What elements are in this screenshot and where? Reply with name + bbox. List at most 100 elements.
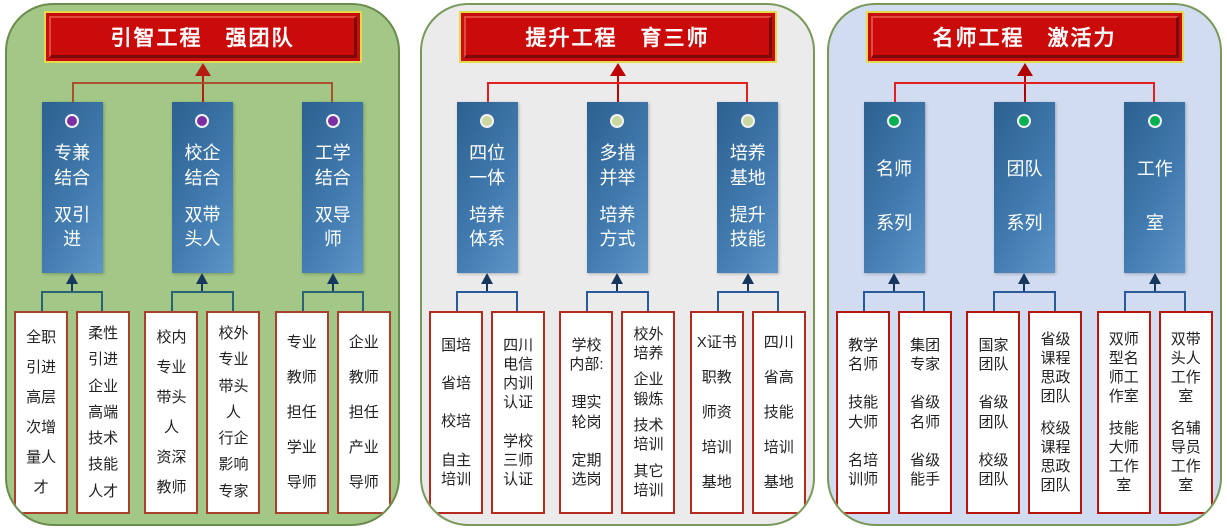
text-group: 导师: [286, 473, 317, 491]
top-connector: [829, 63, 1220, 102]
text-group: 带头: [156, 388, 187, 406]
panel-title: 提升工程 育三师: [525, 27, 710, 50]
pillar-text: 团队系列: [994, 126, 1055, 273]
text-group: 基地: [763, 473, 794, 491]
text-group: 行企: [218, 430, 249, 448]
up-arrow-icon: [611, 273, 624, 284]
top-connector: [422, 63, 813, 102]
pillar-row: 四位 一体培养 体系 多措 并举培养 方式 培养 基地提升 技能: [422, 102, 813, 273]
text-group: 名培 训师: [848, 451, 879, 488]
connector-bracket: [1123, 291, 1187, 311]
bullet-dot-icon: [197, 116, 208, 126]
mid-connector: [1090, 273, 1220, 311]
text-group: 名辅 导员 工作 室: [1170, 419, 1201, 495]
mid-connector: [268, 273, 398, 311]
text-group: 担任: [286, 403, 317, 421]
text-group: X证书: [696, 333, 737, 351]
connector-bracket: [40, 291, 104, 311]
pillar-box: 工学 结合双导 师: [302, 102, 364, 273]
bullet-dot-icon: [612, 116, 623, 126]
connector-line: [201, 282, 204, 293]
pillar-box: 工作室: [1124, 102, 1186, 273]
text-group: 提升 技能: [729, 205, 766, 250]
text-group: 名师: [876, 159, 913, 180]
bullet-dot-icon: [482, 116, 493, 126]
panel-title-banner: 提升工程 育三师: [458, 11, 777, 63]
text-group: 职教: [701, 368, 732, 386]
banner-bevel: [48, 16, 357, 58]
mid-connector: [422, 273, 552, 311]
text-group: 双师 型名 师工 作室: [1108, 330, 1139, 406]
text-group: 校内: [156, 328, 187, 346]
text-group: 柔性: [88, 325, 119, 343]
text-group: 校外 培养: [633, 325, 664, 362]
text-group: 室: [1145, 213, 1164, 234]
connector-line: [616, 74, 619, 102]
detail-box: 国培省培校培自主 培训: [429, 311, 484, 514]
text-group: 企业: [348, 333, 379, 351]
text-group: 引进: [88, 351, 119, 369]
text-group: 担任: [348, 403, 379, 421]
text-group: 系列: [1006, 213, 1043, 234]
text-group: 工学 结合: [314, 143, 351, 188]
text-group: 培训: [763, 438, 794, 456]
up-arrow-icon: [196, 273, 209, 284]
pillar-text: 多措 并举培养 方式: [587, 126, 648, 273]
text-group: 省高: [763, 368, 794, 386]
detail-box: 校内专业带头人资深教师: [144, 311, 199, 514]
mid-connector: [137, 273, 267, 311]
pillar-text: 名师系列: [864, 126, 925, 273]
connector-line: [486, 282, 489, 293]
mid-connector-row: [7, 273, 398, 311]
text-group: 培养 方式: [599, 205, 636, 250]
panel-3: 名师工程 激活力 名师系列 团队系列 工作室: [827, 3, 1222, 526]
mid-connector: [7, 273, 137, 311]
text-group: 技能 大师 工作 室: [1108, 419, 1139, 495]
text-group: 专家: [218, 482, 249, 500]
bullet-dot-icon: [889, 116, 900, 126]
text-group: 人才: [88, 482, 119, 500]
up-arrow-icon: [741, 273, 754, 284]
text-group: 专业: [286, 333, 317, 351]
text-group: 技能: [88, 456, 119, 474]
text-group: 学业: [286, 438, 317, 456]
text-group: 技术 培训: [633, 417, 664, 454]
connector-line: [71, 282, 74, 293]
text-group: 双带 头人 工作 室: [1170, 330, 1201, 406]
text-group: 高端: [88, 403, 119, 421]
connector-line: [331, 282, 334, 293]
text-group: 教师: [286, 368, 317, 386]
text-group: 专业: [218, 351, 249, 369]
pillar-text: 培养 基地提升 技能: [717, 126, 778, 273]
text-group: 校外: [218, 325, 249, 343]
connector-bracket: [486, 82, 749, 102]
pillar-text: 专兼 结合双引 进: [42, 126, 103, 273]
pillar-row: 名师系列 团队系列 工作室: [829, 102, 1220, 273]
text-group: 校级 课程 思政 团队: [1040, 419, 1071, 495]
text-group: 省级 团队: [978, 394, 1009, 431]
text-group: 技术: [88, 430, 119, 448]
text-group: 定期 选岗: [571, 451, 602, 488]
connector-bracket: [301, 291, 365, 311]
text-group: 专兼 结合: [54, 143, 91, 188]
text-group: 国培: [441, 337, 472, 354]
text-group: 四川 电信 内训 认证: [503, 336, 534, 412]
connector-line: [893, 282, 896, 293]
mid-connector-row: [422, 273, 813, 311]
pillar-text: 校企 结合双带 头人: [172, 126, 233, 273]
text-group: 资深: [156, 448, 187, 466]
text-group: 工作: [1136, 159, 1173, 180]
detail-box: 双带 头人 工作 室名辅 导员 工作 室: [1158, 311, 1213, 514]
connector-line: [746, 282, 749, 293]
text-group: 培养 基地: [729, 143, 766, 188]
detail-row: 国培省培校培自主 培训 四川 电信 内训 认证学校 三师 认证 学校 内部:理实…: [422, 311, 813, 514]
text-group: 专业: [156, 358, 187, 376]
bullet-dot-icon: [1149, 116, 1160, 126]
detail-box: 全职引进高层次增量人才: [14, 311, 69, 514]
detail-box: X证书职教师资培训基地: [689, 311, 744, 514]
pillar-box: 校企 结合双带 头人: [171, 102, 233, 273]
text-group: 产业: [348, 438, 379, 456]
text-group: 影响: [218, 456, 249, 474]
text-group: 学校 三师 认证: [503, 432, 534, 488]
connector-line: [616, 282, 619, 293]
